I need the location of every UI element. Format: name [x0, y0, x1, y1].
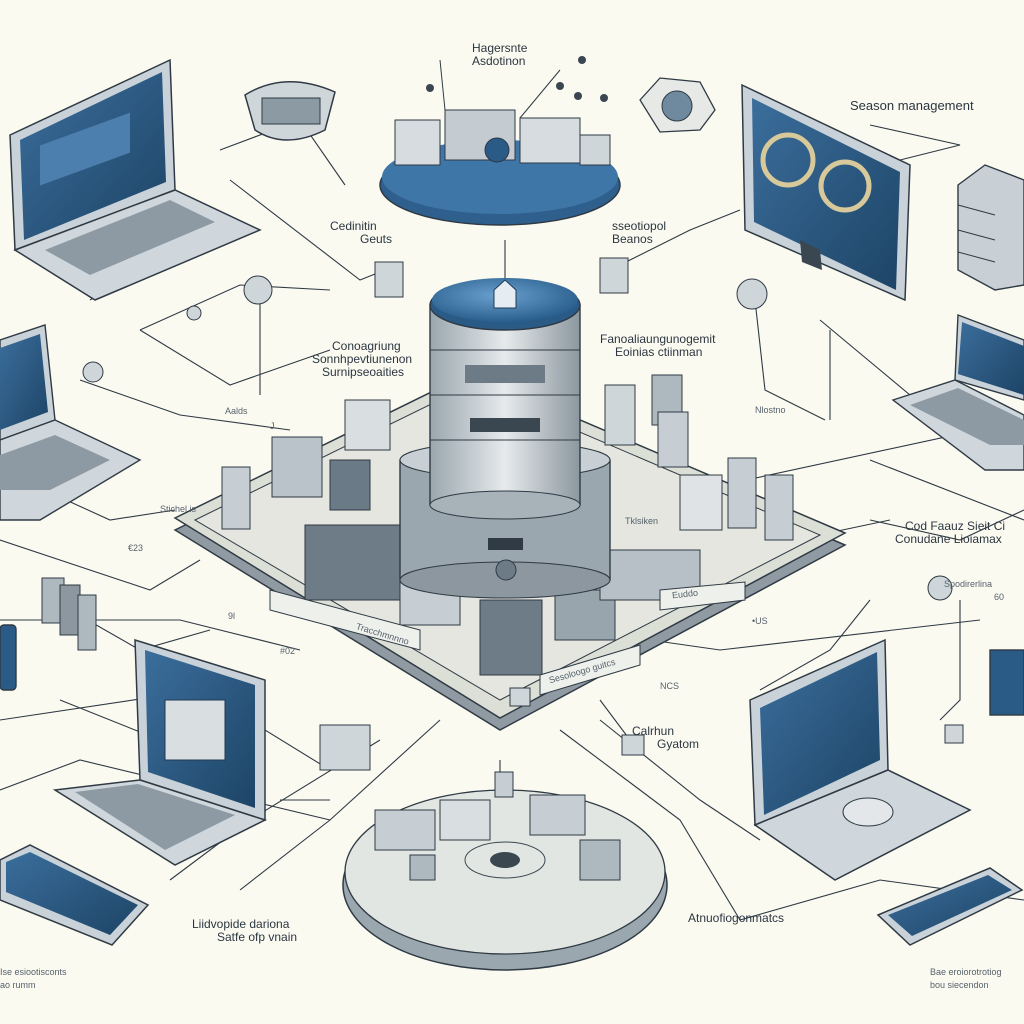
bottom-left-corner-line-2: ao rumm [0, 980, 36, 990]
top-center-label: Hagersnte Asdotinon [472, 42, 527, 68]
shield-device-right [989, 649, 1024, 716]
right-upper-label: sseotiopol Beanos [612, 220, 666, 246]
monitor-top-right [741, 83, 911, 302]
tiny-mark-1: €23 [128, 543, 144, 553]
right-side-label: Cod Faauz Sieit Ci Conudane Lioiamax [895, 519, 1006, 546]
server-rack [957, 164, 1024, 291]
laptop-bottom-left [52, 638, 267, 866]
left-mid-line-2: Sonnhpevtiunenon [312, 352, 413, 366]
tiny-mark-6: J [270, 421, 275, 431]
small-node-icons [82, 257, 964, 771]
small-tag-2: Tklsiken [625, 516, 659, 526]
tiny-mark-5: 9l [228, 611, 236, 621]
left-mid-line-3: Surnipseoaities [322, 365, 405, 379]
bottom-center-label: Calrhun Gyatom [632, 725, 699, 751]
binders-left [41, 577, 97, 651]
top-center-line-1: Hagersnte [472, 41, 528, 55]
top-platform [379, 56, 621, 226]
right-upper-line-2: Beanos [612, 232, 653, 246]
bottom-platform [342, 771, 668, 971]
laptop-top-left [9, 58, 262, 301]
top-center-line-2: Asdotinon [472, 54, 526, 68]
left-mid-line-1: Conoagriung [332, 339, 401, 353]
central-server-cylinder [399, 278, 611, 599]
right-side-line-1: Cod Faauz Sieit Ci [905, 519, 1006, 533]
gear-badge [639, 77, 716, 133]
tablet-bottom-left [0, 844, 150, 946]
right-small-label: Spodirerlina 60 [944, 578, 1004, 604]
bottom-left-label: Liidvopide dariona Satfe ofp vnain [192, 918, 297, 944]
bottom-left-line-2: Satfe ofp vnain [217, 930, 298, 944]
bottom-left-line-1: Liidvopide dariona [192, 917, 290, 931]
right-small-line-2: 60 [994, 592, 1005, 602]
tiny-mark-4: NCS [660, 681, 680, 691]
tiny-mark-2: #02 [280, 646, 296, 656]
left-upper-label: Cedinitin Geuts [330, 220, 392, 246]
left-mid-label: Conoagriung Sonnhpevtiunenon Surnipseoai… [312, 340, 412, 379]
right-mid-line-2: Eoinias ctiinman [615, 345, 703, 359]
laptop-right-mid [891, 314, 1024, 471]
bottom-right-corner-line-1: Bae eroiorotrotiog [930, 967, 1002, 977]
bottom-left-corner-line-1: Ise esiootisconts [0, 967, 67, 977]
right-upper-line-1: sseotiopol [612, 219, 667, 233]
laptop-left-mid [0, 324, 142, 521]
right-side-line-2: Conudane Lioiamax [895, 532, 1002, 546]
right-mid-label: Fanoaliaungunogemit Eoinias ctiinman [600, 333, 715, 359]
tablet-left [0, 624, 17, 691]
stick-label: Stichel is [160, 504, 197, 514]
platform-tag-boxes [269, 581, 746, 696]
bottom-center-line-1: Calrhun [632, 724, 675, 738]
left-upper-line-1: Cedinitin [330, 219, 377, 233]
right-small-line-1: Spodirerlina [944, 579, 993, 589]
bottom-right-corner-label: Bae eroiorotrotiog bou siecendon [930, 966, 1002, 992]
platform-tag-3: Euddo [671, 587, 699, 601]
laptop-bottom-right [749, 638, 972, 881]
shield-badge-top [244, 81, 336, 141]
bottom-center-line-2: Gyatom [657, 737, 700, 751]
top-right-label: Season management [850, 98, 974, 113]
bottom-right-label: Atnuofiogonmatcs [688, 911, 785, 925]
tablet-bottom-right [876, 867, 1024, 946]
tiny-mark-3: •US [752, 616, 768, 626]
bottom-right-corner-line-2: bou siecendon [930, 980, 989, 990]
small-tag-1: Aalds [225, 406, 248, 416]
left-upper-line-2: Geuts [360, 232, 393, 246]
bottom-left-corner-label: Ise esiootisconts ao rumm [0, 966, 67, 992]
small-tag-3: Nlostno [755, 405, 786, 415]
right-mid-line-1: Fanoaliaungunogemit [600, 332, 716, 346]
